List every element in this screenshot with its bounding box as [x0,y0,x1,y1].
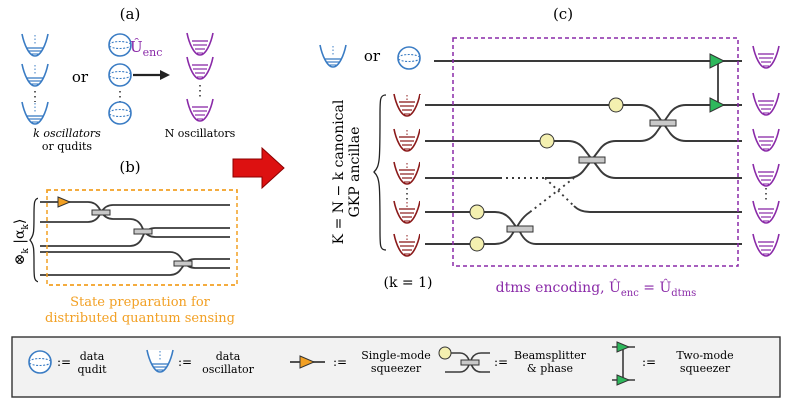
svg-text::=: := [178,355,192,369]
oscillator-icon [21,63,49,87]
panel-b-brace [29,197,41,283]
qudit-icon [108,101,132,125]
qudit-icon [28,350,52,374]
qudit-icon [397,46,421,70]
panel-c-ancilla-left: ⋮ [393,93,421,257]
panel-a-caption-left-2: or qudits [42,140,92,153]
beamsplitter-icon [506,225,534,233]
panel-a-or: or [72,68,89,86]
panel-c-vertical-label-1: K = N − k canonical [331,99,347,244]
svg-text:qudit: qudit [77,363,107,376]
ellipsis: ⋮ [400,186,414,202]
oscillator-icon [752,233,780,257]
single-mode-squeezer-icon [299,355,316,369]
phase-shifter-icon [608,97,624,113]
oscillator-icon [752,45,780,69]
ellipsis: ⋮ [28,89,42,105]
oscillator-icon [393,93,421,117]
legend-two-mode-squeezer: := Two-mode squeezer [612,341,734,386]
panel-a-qudit-column: ⋮ [108,33,132,125]
beamsplitter-icon [173,260,193,267]
operator-symbol: Û [130,38,143,56]
panel-c-dashed-box [452,37,739,267]
svg-text:Two-mode: Two-mode [676,349,733,362]
panel-a-caption-left-1: k oscillators [33,127,101,140]
panel-a-oscillator-column: ⋮ [21,33,49,125]
phase-shifter-icon [469,204,485,220]
panel-c-or: or [364,47,381,65]
svg-text::=: := [494,355,508,369]
oscillator-icon [21,33,49,57]
svg-text:Beamsplitter: Beamsplitter [514,349,587,362]
oscillator-icon [186,56,214,80]
panel-b-label: (b) [119,158,140,176]
ellipsis: ⋮ [759,186,773,202]
svg-text:squeezer: squeezer [371,362,422,375]
oscillator-icon [752,128,780,152]
two-mode-squeezer-icon [616,374,631,386]
panel-b-state-label: ⊗k |αk⟩ [12,219,31,266]
panel-a-purple-column: ⋮ [186,32,214,122]
ellipsis: ⋮ [113,89,127,105]
oscillator-icon [393,200,421,224]
beamsplitter-icon [578,156,606,164]
transition-arrow-icon [232,146,285,190]
oscillator-icon [393,161,421,185]
panel-b-caption-1: State preparation for [70,295,211,310]
oscillator-icon [186,32,214,56]
panel-a-encoding-arrow: Ûenc [130,38,170,80]
qudit-icon [108,33,132,57]
legend-data-oscillator: := data oscillator [146,349,255,376]
two-mode-squeezer-icon [616,341,631,353]
ellipsis: ⋮ [193,83,207,99]
panel-a-caption-right: N oscillators [165,127,236,140]
oscillator-icon [146,349,174,373]
svg-text:Ûenc: Ûenc [130,38,162,59]
beamsplitter-icon [91,209,111,216]
svg-text::=: := [642,355,656,369]
panel-c-vertical-label-2: GKP ancillae [347,127,363,218]
legend-box [11,336,781,398]
phase-shifter-icon [438,346,452,360]
svg-text:data: data [216,350,241,363]
oscillator-icon [752,200,780,224]
beamsplitter-icon [460,359,480,366]
svg-text:& phase: & phase [527,362,573,375]
beamsplitter-icon [649,119,677,127]
svg-text:squeezer: squeezer [680,362,731,375]
panel-c-output-column: ⋮ [752,45,780,257]
oscillator-icon [752,163,780,187]
oscillator-icon [393,233,421,257]
svg-text:data: data [80,350,105,363]
two-mode-squeezer-icon [709,53,726,113]
panel-b-caption-2: distributed quantum sensing [45,311,235,326]
svg-text:oscillator: oscillator [202,363,255,376]
svg-text::=: := [333,355,347,369]
single-mode-squeezer-icon [57,196,72,208]
panel-b-lines [38,196,238,284]
oscillator-icon [319,44,347,68]
beamsplitter-icon [133,228,153,235]
legend-data-qudit: := data qudit [28,350,107,376]
qudit-icon [108,63,132,87]
svg-text:Single-mode: Single-mode [361,349,431,362]
phase-shifter-icon [539,133,555,149]
panel-a-label: (a) [120,5,141,23]
operator-subscript: enc [143,46,163,59]
panel-c-label: (c) [553,5,573,23]
panel-c-caption: dtms encoding, Ûenc = Ûdtms [496,278,697,299]
panel-b-dashed-box [46,189,238,286]
svg-text::=: := [57,355,71,369]
panel-c-k-note: (k = 1) [384,275,433,291]
oscillator-icon [752,92,780,116]
panel-c-wires [420,60,746,255]
phase-shifter-icon [469,236,485,252]
legend-beamsplitter: := Beamsplitter & phase [438,346,587,375]
oscillator-icon [186,98,214,122]
oscillator-icon [21,101,49,125]
oscillator-icon [393,128,421,152]
panel-c-brace [373,94,387,251]
legend-single-mode-squeezer: := Single-mode squeezer [290,349,431,375]
